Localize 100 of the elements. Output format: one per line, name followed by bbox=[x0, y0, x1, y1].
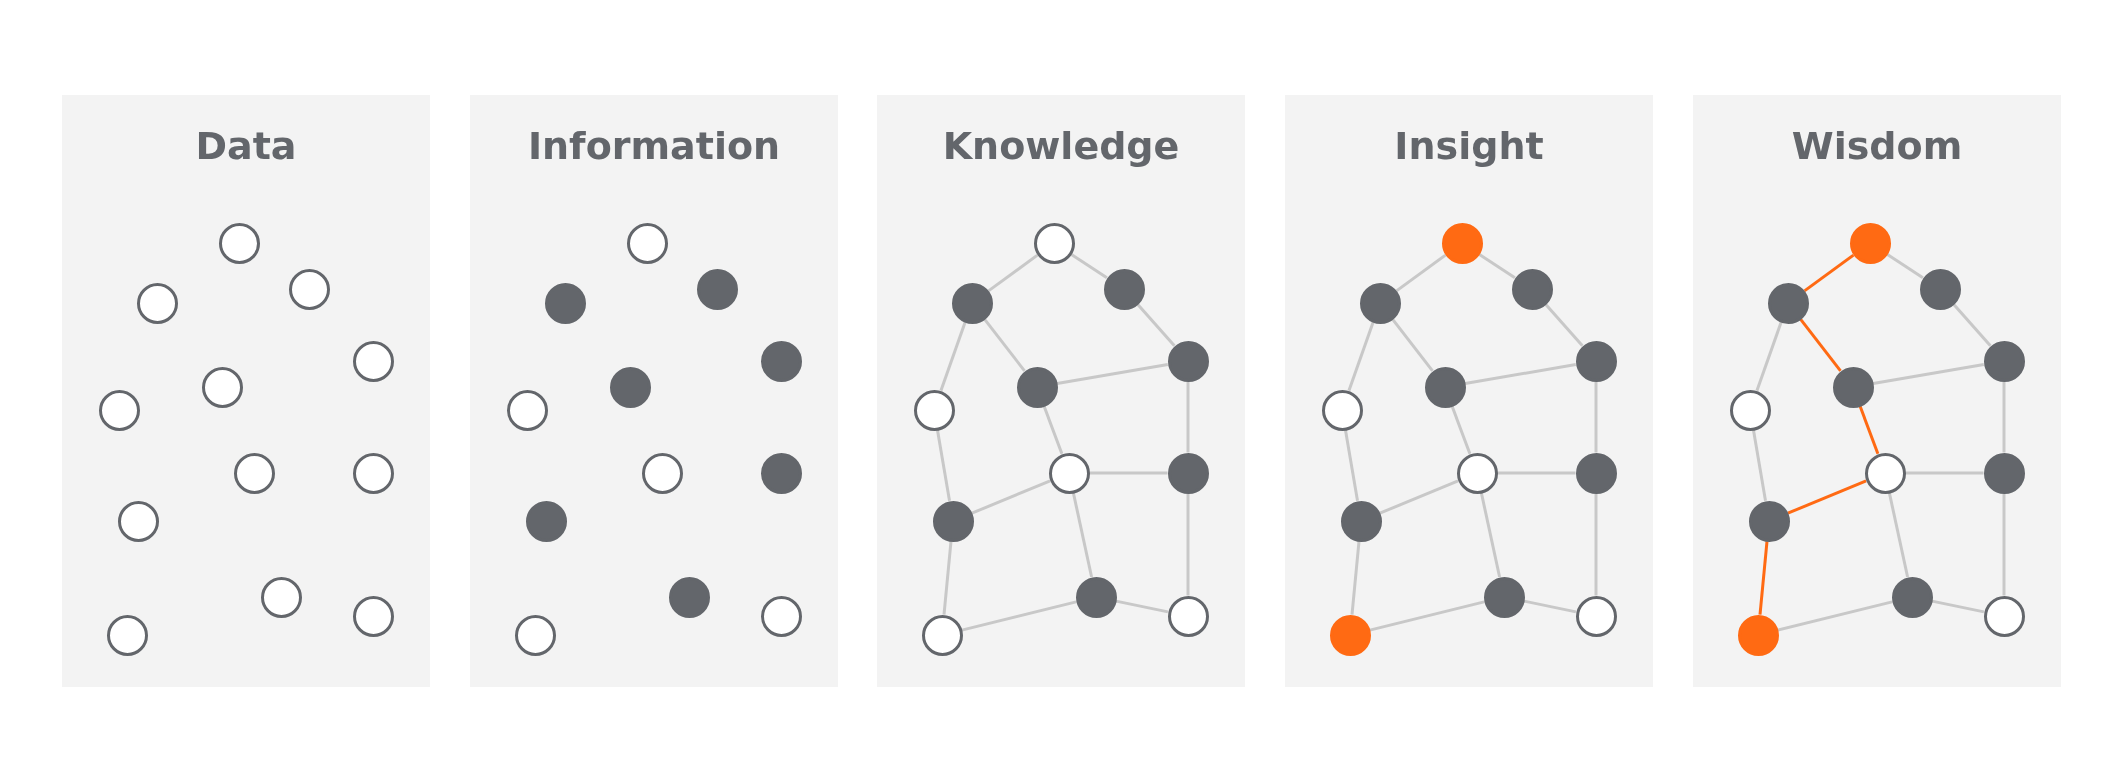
node-circle bbox=[1167, 340, 1209, 382]
connector-line bbox=[1350, 541, 1361, 615]
node-circle bbox=[1456, 452, 1498, 494]
node-circle bbox=[1575, 595, 1617, 637]
node-circle bbox=[1340, 500, 1382, 542]
connector-line bbox=[1755, 321, 1783, 392]
node-circle bbox=[98, 389, 140, 431]
node-circle bbox=[1048, 452, 1090, 494]
node-circle bbox=[1864, 452, 1906, 494]
node-circle bbox=[201, 366, 243, 408]
connector-line bbox=[1369, 600, 1485, 632]
node-circle bbox=[288, 268, 330, 310]
connector-line bbox=[1594, 381, 1598, 453]
connector-line bbox=[1347, 321, 1375, 392]
node-circle bbox=[1891, 576, 1933, 618]
connector-line bbox=[1464, 363, 1577, 385]
node-circle bbox=[506, 389, 548, 431]
panel-title: Data bbox=[195, 127, 297, 165]
connector-line bbox=[1594, 493, 1598, 596]
node-circle bbox=[233, 452, 275, 494]
connector-line bbox=[1787, 479, 1867, 515]
node-circle bbox=[1729, 389, 1771, 431]
panel-title: Information bbox=[527, 127, 781, 165]
connector-line bbox=[987, 253, 1039, 293]
connector-line bbox=[1858, 405, 1880, 455]
connector-line bbox=[1071, 492, 1094, 578]
node-circle bbox=[1103, 268, 1145, 310]
node-circle bbox=[352, 340, 394, 382]
connector-line bbox=[1379, 479, 1459, 515]
node-circle bbox=[1167, 452, 1209, 494]
node-circle bbox=[1767, 282, 1809, 324]
connector-line bbox=[1758, 541, 1769, 615]
connector-line bbox=[1905, 471, 1984, 475]
panel-card bbox=[877, 95, 1245, 687]
node-circle bbox=[1575, 452, 1617, 494]
connector-line bbox=[936, 429, 951, 502]
connector-line bbox=[1070, 253, 1108, 279]
connector-line bbox=[1136, 303, 1176, 347]
panel-title: Insight bbox=[1394, 127, 1544, 165]
node-circle bbox=[1983, 595, 2025, 637]
connector-line bbox=[2002, 381, 2006, 453]
node-circle bbox=[106, 614, 148, 656]
node-circle bbox=[1424, 366, 1466, 408]
connector-line bbox=[1042, 405, 1064, 455]
connector-line bbox=[1186, 493, 1190, 596]
connector-line bbox=[1752, 429, 1767, 502]
node-circle bbox=[1359, 282, 1401, 324]
node-circle bbox=[1737, 614, 1779, 656]
connector-line bbox=[939, 321, 967, 392]
node-circle bbox=[626, 222, 668, 264]
connector-line bbox=[1803, 253, 1855, 293]
connector-line bbox=[1952, 303, 1992, 347]
node-circle bbox=[514, 614, 556, 656]
connector-line bbox=[1544, 303, 1584, 347]
panel-title: Knowledge bbox=[942, 127, 1180, 165]
node-circle bbox=[1919, 268, 1961, 310]
node-circle bbox=[1575, 340, 1617, 382]
node-circle bbox=[260, 576, 302, 618]
connector-line bbox=[1186, 381, 1190, 453]
connector-line bbox=[1089, 471, 1168, 475]
panel-card bbox=[1693, 95, 2061, 687]
node-circle bbox=[117, 500, 159, 542]
node-circle bbox=[525, 500, 567, 542]
connector-line bbox=[983, 318, 1026, 372]
node-circle bbox=[1748, 500, 1790, 542]
connector-line bbox=[971, 479, 1051, 515]
node-circle bbox=[641, 452, 683, 494]
node-circle bbox=[921, 614, 963, 656]
node-circle bbox=[1033, 222, 1075, 264]
connector-line bbox=[942, 541, 953, 615]
node-circle bbox=[951, 282, 993, 324]
node-circle bbox=[609, 366, 651, 408]
node-circle bbox=[1167, 595, 1209, 637]
node-circle bbox=[218, 222, 260, 264]
connector-line bbox=[1799, 318, 1842, 372]
node-circle bbox=[1832, 366, 1874, 408]
connector-line bbox=[1450, 405, 1472, 455]
node-circle bbox=[1075, 576, 1117, 618]
panel-card bbox=[470, 95, 838, 687]
node-circle bbox=[1016, 366, 1058, 408]
panel-card bbox=[62, 95, 430, 687]
node-circle bbox=[1321, 389, 1363, 431]
connector-line bbox=[1872, 363, 1985, 385]
node-circle bbox=[760, 340, 802, 382]
connector-line bbox=[1523, 599, 1577, 614]
connector-line bbox=[1777, 600, 1893, 632]
connector-line bbox=[1395, 253, 1447, 293]
connector-line bbox=[1931, 599, 1985, 614]
node-circle bbox=[352, 595, 394, 637]
connector-line bbox=[1479, 492, 1502, 578]
node-circle bbox=[1511, 268, 1553, 310]
node-circle bbox=[760, 595, 802, 637]
node-circle bbox=[932, 500, 974, 542]
node-circle bbox=[544, 282, 586, 324]
connector-line bbox=[1887, 492, 1910, 578]
connector-line bbox=[1344, 429, 1359, 502]
connector-line bbox=[1478, 253, 1516, 279]
node-circle bbox=[1849, 222, 1891, 264]
node-circle bbox=[136, 282, 178, 324]
connector-line bbox=[1391, 318, 1434, 372]
